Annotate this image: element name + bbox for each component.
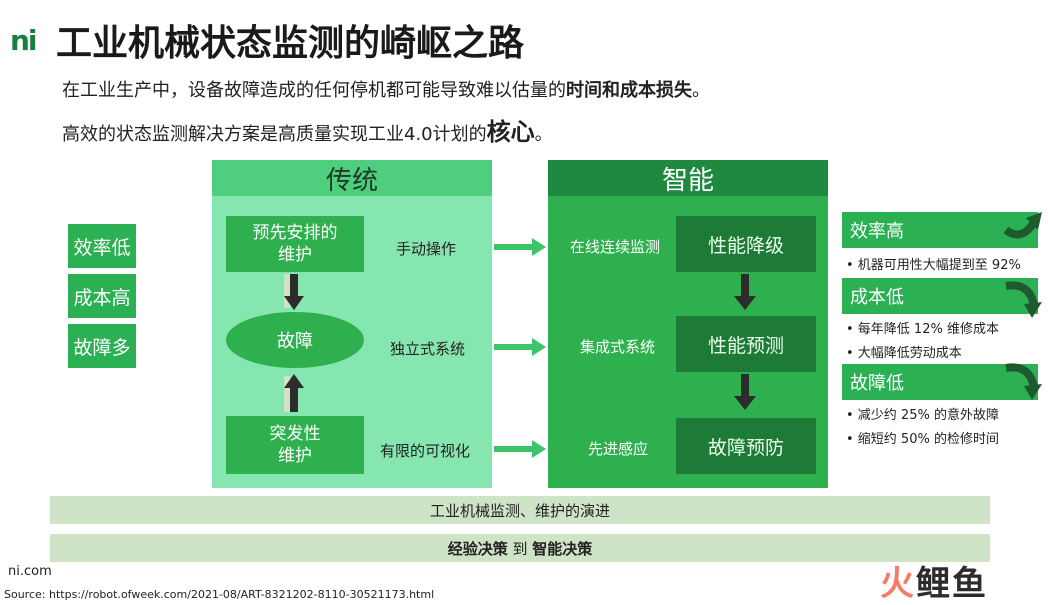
curved-arrow-icon	[1005, 363, 1042, 400]
performance-degradation-box: 性能降级	[676, 216, 816, 272]
site-label: ni.com	[8, 564, 52, 579]
down-arrow-icon	[734, 374, 756, 410]
down-arrow-icon	[734, 274, 756, 310]
result-item: • 每年降低 12% 维修成本	[846, 322, 999, 337]
tag-high-cost: 成本高	[68, 274, 136, 318]
page-title: 工业机械状态监测的崎岖之路	[56, 23, 525, 64]
traditional-title: 传统	[212, 160, 492, 196]
result-low-cost: 成本低	[842, 278, 1038, 314]
label-manual-operation: 手动操作	[396, 240, 457, 258]
smart-title: 智能	[548, 160, 828, 196]
up-arrow-icon	[284, 374, 304, 412]
result-high-efficiency: 效率高	[842, 212, 1038, 248]
label-online-monitoring: 在线连续监测	[570, 238, 661, 256]
evolution-bar: 工业机械监测、维护的演进	[50, 496, 990, 524]
ni-logo: ni	[10, 24, 37, 57]
curved-arrow-icon	[1005, 281, 1042, 318]
down-arrow-icon	[284, 274, 304, 310]
watermark-logo: 火鲤鱼	[880, 564, 988, 604]
scheduled-maintenance-box: 预先安排的 维护	[226, 216, 364, 272]
result-fewer-faults: 故障低	[842, 364, 1038, 400]
right-arrow-icon	[494, 338, 546, 356]
reactive-maintenance-box: 突发性 维护	[226, 416, 364, 474]
tag-many-faults: 故障多	[68, 324, 136, 368]
subtitle-line-2: 高效的状态监测解决方案是高质量实现工业4.0计划的核心。	[62, 118, 553, 146]
tag-low-efficiency: 效率低	[68, 224, 136, 268]
label-integrated-system: 集成式系统	[580, 338, 656, 356]
result-item: • 机器可用性大幅提到至 92%	[846, 258, 1021, 273]
source-link[interactable]: Source: https://robot.ofweek.com/2021-08…	[4, 588, 435, 601]
result-item: • 大幅降低劳动成本	[846, 346, 962, 361]
right-arrow-icon	[494, 238, 546, 256]
label-standalone-system: 独立式系统	[390, 340, 466, 358]
curved-arrow-icon	[1003, 212, 1042, 239]
right-arrow-icon	[494, 440, 546, 458]
label-advanced-sensing: 先进感应	[588, 440, 649, 458]
result-item: • 缩短约 50% 的检修时间	[846, 432, 999, 447]
performance-prediction-box: 性能预测	[676, 316, 816, 372]
decision-bar: 经验决策 到 智能决策	[50, 534, 990, 562]
result-item: • 减少约 25% 的意外故障	[846, 408, 999, 423]
label-limited-visibility: 有限的可视化	[380, 442, 471, 460]
subtitle-line-1: 在工业生产中，设备故障造成的任何停机都可能导致难以估量的时间和成本损失。	[62, 80, 710, 101]
fault-prevention-box: 故障预防	[676, 418, 816, 474]
failure-ellipse: 故障	[226, 312, 364, 368]
